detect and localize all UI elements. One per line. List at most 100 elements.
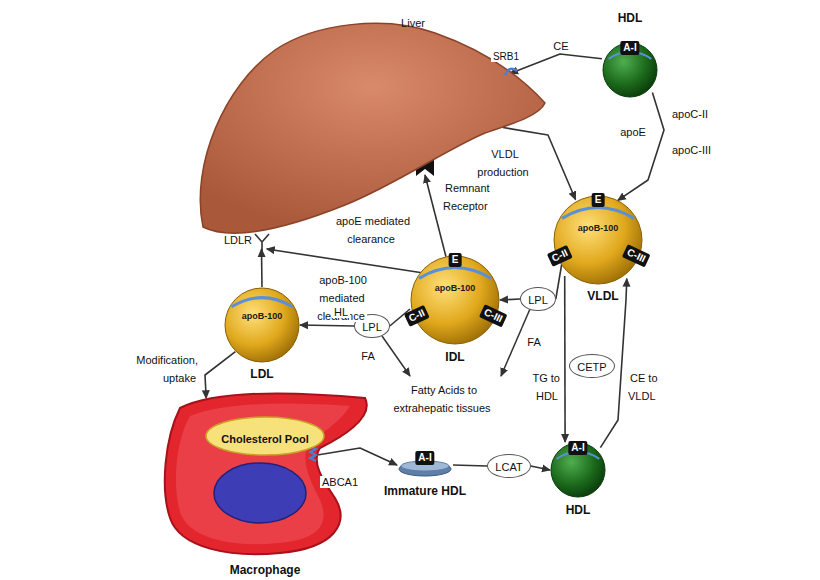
- lipoprotein-sphere: [553, 195, 643, 285]
- edge-label: CE to VLDL: [628, 372, 658, 402]
- particle-name: Immature HDL: [384, 484, 466, 498]
- annotation-holder: apoC-II: [670, 104, 730, 122]
- annotation: SRB1: [491, 51, 521, 62]
- connector-arrow: [564, 276, 566, 442]
- hdl-node: A-IHDL: [550, 442, 606, 498]
- apoa1-tag-holder: A-I: [620, 37, 639, 55]
- enzyme-oval: LCAT: [487, 454, 530, 478]
- particle-name-holder: IDL: [435, 347, 475, 365]
- apoe-tag-holder: E: [592, 189, 605, 207]
- connector-arrow: [300, 325, 354, 326]
- lipoprotein-sphere: [224, 287, 300, 363]
- liver-node: Liver: [195, 15, 545, 240]
- apob-label-holder: apoB-100: [224, 305, 300, 323]
- annotation-holder: ABCA1: [318, 472, 362, 490]
- particle-name: HDL: [566, 503, 591, 517]
- edge-label-holder: CE to VLDL: [628, 368, 688, 404]
- enzyme-oval: CETP: [569, 354, 614, 378]
- pool-label-holder: Cholesterol Pool: [205, 429, 325, 447]
- apoa1-tag-holder: A-I: [415, 447, 434, 465]
- annotation: Remnant Receptor: [443, 182, 490, 212]
- fatty-acid-arrow: [382, 336, 410, 376]
- particle-name-holder: HDL: [558, 500, 598, 518]
- apoe-tag: E: [449, 253, 462, 267]
- particle-name-holder: Immature HDL: [377, 481, 473, 499]
- connector-arrow: [311, 448, 397, 465]
- pool-node: Cholesterol Pool: [205, 416, 325, 456]
- edge-label: Modification, uptake: [134, 354, 198, 384]
- edge-label-holder: apoE mediated clearance: [330, 211, 414, 247]
- connector-arrow: [618, 92, 664, 200]
- enzyme-oval: LPL: [520, 287, 556, 311]
- macro-node: MacrophageCholesterol Pool: [160, 388, 370, 558]
- connector-arrow: [261, 249, 263, 287]
- annotation: FA: [359, 350, 376, 362]
- cell-name-holder: Macrophage: [200, 560, 330, 578]
- apoe-tag: E: [592, 193, 605, 207]
- annotation: HL: [332, 306, 350, 318]
- apoe-tag-holder: E: [449, 249, 462, 267]
- hdl-node: A-IHDL: [602, 42, 658, 98]
- apob-label: apoB-100: [242, 311, 283, 321]
- edge-label-holder: CE: [548, 36, 574, 54]
- edge-label-holder: VLDL production: [466, 144, 542, 180]
- apoa1-tag: A-I: [620, 41, 639, 55]
- connector-arrow: [503, 128, 576, 200]
- lipoprotein-sphere: [410, 255, 500, 345]
- connector-arrow: [556, 263, 562, 300]
- connector-arrow: [531, 466, 550, 470]
- organ-label: Liver: [401, 17, 425, 29]
- annotation: FA: [525, 336, 542, 348]
- annotation: LDLR: [222, 234, 254, 246]
- sph-node: EapoB-100C-IIC-IIIVLDL: [553, 195, 643, 285]
- apob-label-holder: apoB-100: [410, 277, 500, 295]
- edge-label: CE: [551, 40, 570, 52]
- edge-label: VLDL production: [477, 148, 530, 178]
- pool-label: Cholesterol Pool: [221, 433, 308, 445]
- annotation: apoC-III: [670, 144, 713, 156]
- apoa1-tag-holder: A-I: [568, 437, 587, 455]
- annotation-holder: HL: [330, 302, 352, 320]
- macrophage-cell: [160, 388, 370, 558]
- apoa1-tag: A-I: [568, 441, 587, 455]
- edge-label: TG to HDL: [530, 372, 560, 402]
- edge-label: apoE mediated clearance: [334, 215, 410, 245]
- particle-name: LDL: [250, 367, 273, 381]
- connector-arrow: [205, 352, 235, 399]
- particle-name-holder: LDL: [242, 364, 282, 382]
- connector-arrow: [500, 299, 520, 300]
- enzyme-label: LPL: [528, 294, 548, 306]
- sph-node: apoB-100LDL: [224, 287, 300, 363]
- annotation-holder: FA: [358, 346, 378, 364]
- connector-arrow: [453, 465, 487, 466]
- apob-label: apoB-100: [435, 283, 476, 293]
- particle-name-holder: VLDL: [581, 286, 625, 304]
- sph-node: EapoB-100C-IIC-IIIIDL: [410, 255, 500, 345]
- particle-name-holder: HDL: [610, 8, 650, 26]
- connector-arrow: [267, 249, 424, 273]
- particle-name: VLDL: [587, 289, 618, 303]
- edge-label-holder: TG to HDL: [508, 368, 560, 404]
- annotation-holder: Fatty Acids to extrahepatic tissues: [378, 380, 508, 416]
- annotation-holder: SRB1: [486, 46, 526, 64]
- annotation-holder: apoC-III: [670, 140, 730, 158]
- annotation: apoE: [618, 126, 648, 138]
- liver-shape: [195, 15, 545, 240]
- apoa1-tag: A-I: [415, 451, 434, 465]
- edge-label-holder: Modification, uptake: [104, 350, 198, 386]
- enzyme-label: LPL: [362, 321, 382, 333]
- annotation-holder: apoE: [612, 122, 654, 140]
- particle-name: HDL: [618, 11, 643, 25]
- organ-label-holder: Liver: [393, 13, 433, 31]
- enzyme-label: LCAT: [495, 461, 522, 473]
- annotation: apoC-II: [670, 108, 710, 120]
- enzyme-label: CETP: [577, 361, 606, 373]
- connector-arrow: [510, 54, 602, 74]
- annotation-holder: Remnant Receptor: [443, 178, 513, 214]
- particle-name: IDL: [445, 350, 464, 364]
- annotation-holder: LDLR: [212, 230, 254, 248]
- annotation: Fatty Acids to extrahepatic tissues: [393, 384, 492, 414]
